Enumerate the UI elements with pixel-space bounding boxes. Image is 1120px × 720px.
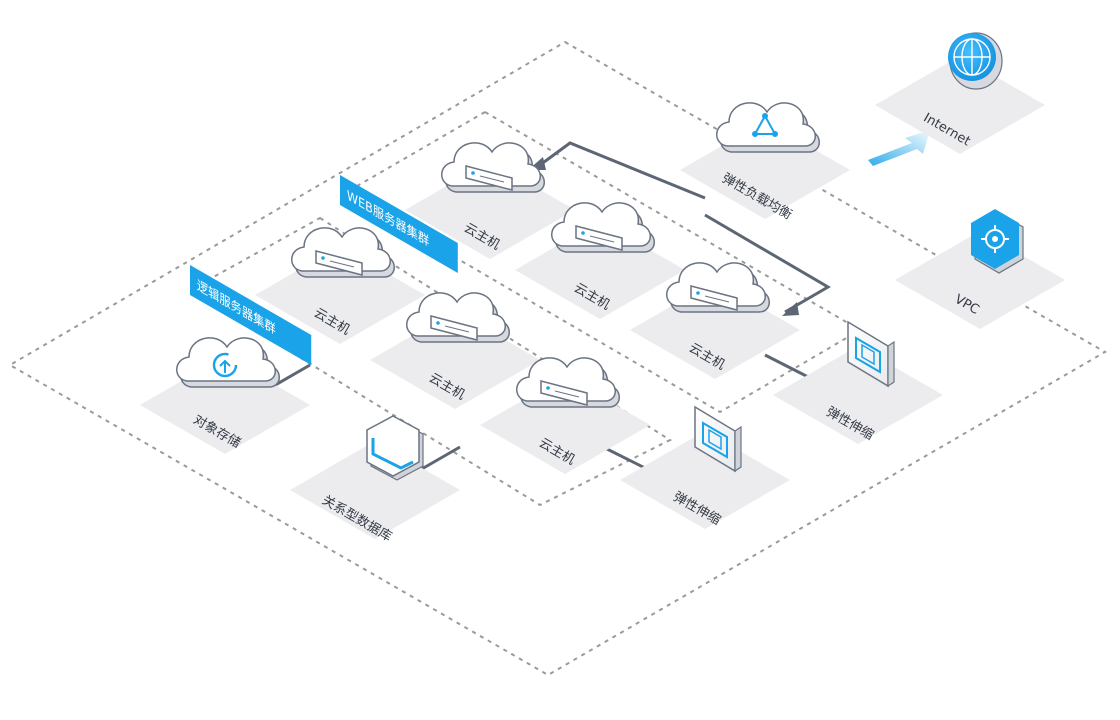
- database-hexagon-icon: [366, 415, 424, 481]
- cloud-server-icon: [176, 337, 280, 388]
- arrowhead-ecs4: [782, 302, 799, 316]
- auto-scaling-icon: [694, 405, 742, 473]
- auto-scaling-icon: [847, 320, 895, 388]
- cloud-server-icon: [551, 202, 655, 253]
- node-oss[interactable]: 对象存储: [140, 337, 310, 454]
- node-internet[interactable]: Internet: [875, 32, 1045, 154]
- node-rds[interactable]: 关系型数据库: [290, 415, 460, 545]
- slb-to-ecs4-line: [704, 213, 831, 314]
- node-pad: [620, 431, 790, 529]
- node-slb[interactable]: 弹性负载均衡: [680, 102, 850, 223]
- node-ecs-5[interactable]: 云主机: [370, 292, 540, 409]
- node-pad: [773, 346, 943, 444]
- node-ess-1[interactable]: 弹性伸缩: [620, 405, 790, 529]
- vpc-hexagon-icon: [971, 209, 1024, 274]
- node-ecs-2[interactable]: 云主机: [515, 202, 685, 319]
- web-cluster-boundary: [343, 110, 862, 414]
- vpc-boundary: [8, 40, 1108, 677]
- rds-link-line: [419, 445, 461, 472]
- cloud-server-icon: [716, 102, 820, 153]
- node-ecs-1[interactable]: 云主机: [405, 142, 575, 259]
- cloud-server-icon: [291, 227, 395, 278]
- globe-icon: [948, 32, 1003, 90]
- internet-inbound-arrow: [868, 130, 930, 166]
- cloud-server-icon: [441, 142, 545, 193]
- cloud-server-icon: [666, 262, 770, 313]
- node-ecs-3[interactable]: 云主机: [255, 227, 425, 344]
- node-vpc[interactable]: VPC: [895, 209, 1065, 329]
- slb-to-ecs1-line: [539, 141, 706, 200]
- node-ecs-4[interactable]: 云主机: [630, 262, 800, 379]
- node-pad: [875, 56, 1045, 154]
- cloud-server-icon: [516, 357, 620, 408]
- node-ecs-6[interactable]: 云主机: [480, 357, 650, 474]
- cloud-server-icon: [406, 292, 510, 343]
- logic-cluster-boundary: [188, 216, 673, 507]
- node-ess-2[interactable]: 弹性伸缩: [773, 320, 943, 444]
